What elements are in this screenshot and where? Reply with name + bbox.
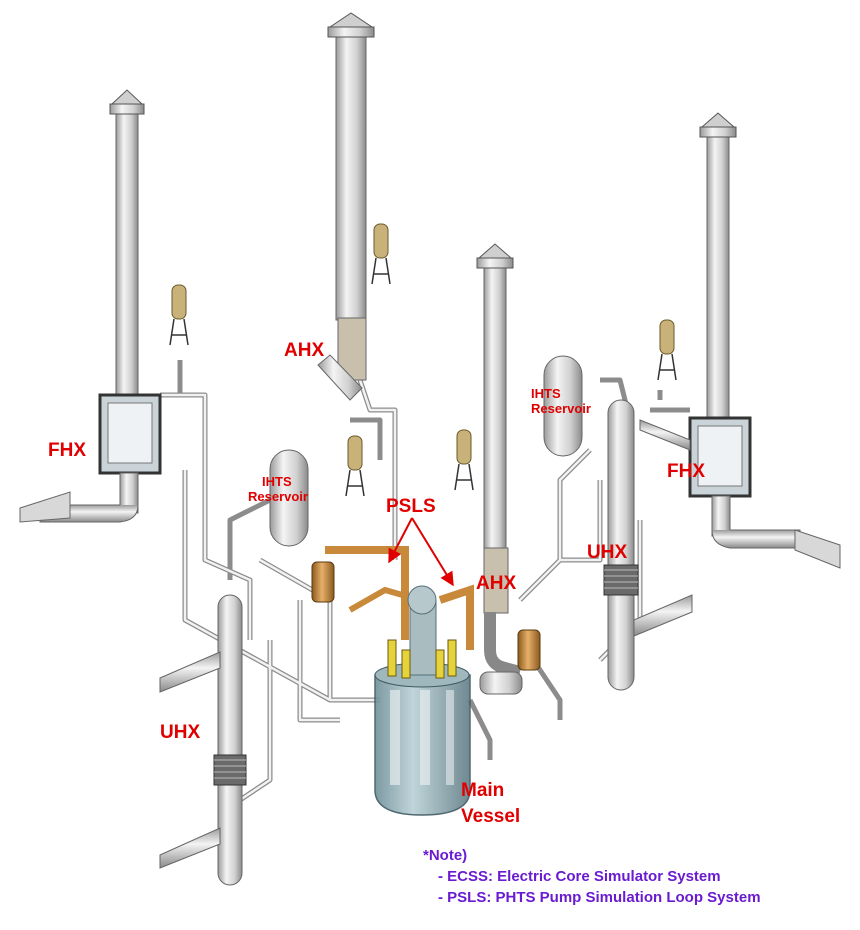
label-psls: PSLS	[386, 496, 436, 517]
label-ihts-left-line2: Reservoir	[248, 489, 308, 504]
uhx-right-assembly	[603, 399, 693, 691]
label-ihts-reservoir-right: IHTS Reservoir	[531, 386, 591, 416]
label-main-vessel-line1: Main	[461, 780, 505, 801]
label-ahx-center: AHX	[476, 573, 517, 594]
psls-arrows	[388, 517, 454, 587]
label-ihts-reservoir-left: IHTS Reservoir	[248, 474, 308, 504]
ahx-top-assembly	[317, 12, 375, 401]
note-block: *Note) - ECSS: Electric Core Simulator S…	[423, 845, 761, 908]
label-main-vessel-line2: Vessel	[461, 806, 521, 827]
ihts-reservoir-right-shape	[543, 355, 583, 457]
main-vessel-shape	[374, 585, 471, 816]
label-main-vessel: Main Vessel	[461, 778, 520, 830]
label-uhx-left: UHX	[160, 722, 201, 743]
fhx-right-assembly	[639, 112, 841, 569]
label-fhx-left: FHX	[48, 440, 86, 461]
uhx-left-assembly	[159, 594, 247, 886]
note-line-psls: - PSLS: PHTS Pump Simulation Loop System	[438, 889, 761, 906]
ihts-reservoir-left-shape	[269, 449, 309, 547]
expansion-tanks	[169, 223, 677, 497]
piping-network-highlight	[160, 379, 642, 802]
label-ihts-left-line1: IHTS	[262, 474, 292, 489]
note-line-ecss: - ECSS: Electric Core Simulator System	[438, 868, 721, 885]
ahx-center-assembly	[476, 243, 523, 695]
label-ihts-right-line2: Reservoir	[531, 401, 591, 416]
note-title: *Note)	[423, 847, 468, 864]
label-ihts-right-line1: IHTS	[531, 386, 561, 401]
label-fhx-right: FHX	[667, 461, 705, 482]
label-uhx-right: UHX	[587, 542, 628, 563]
fhx-left-assembly	[19, 89, 162, 523]
label-ahx-top: AHX	[284, 340, 325, 361]
